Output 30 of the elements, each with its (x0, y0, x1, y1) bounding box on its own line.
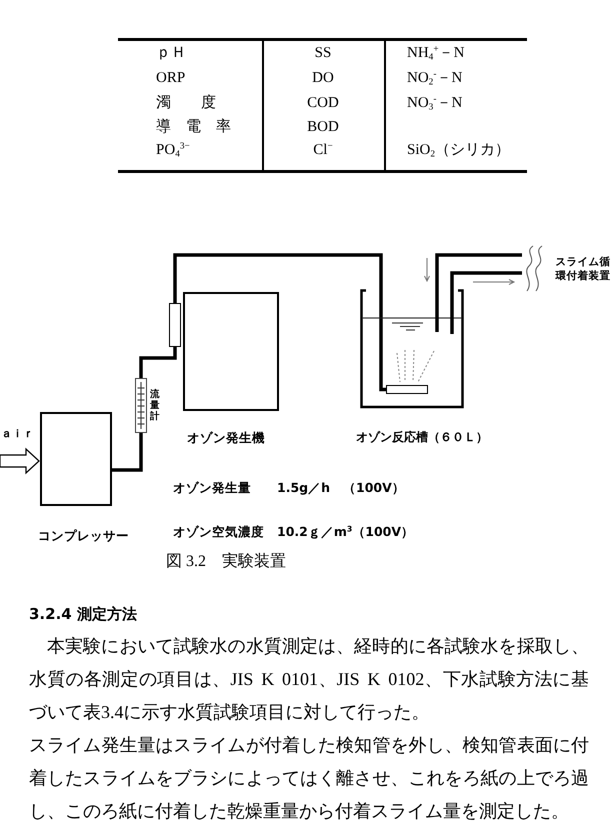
air-inlet-arrow (0, 448, 40, 474)
spec-note: オゾン発生量 1.5g／h （100V） (173, 480, 405, 496)
pipe (112, 433, 143, 472)
body-paragraph: スライム発生量はスライムが付着した検知管を外し、検知管表面に付着したスライムをブラシによってはく離させ、これをろ紙の上でろ過し、このろ紙に付着した乾燥重量から付着スライム量を測定した。 (29, 734, 589, 823)
pipe (139, 347, 177, 378)
water-quality-item: NO$_{2}$$^{-}$－N (407, 69, 462, 87)
pipe (435, 253, 522, 289)
device-label: 流量計 (150, 389, 160, 422)
water-quality-item: 導 電 率 (156, 118, 231, 136)
section-heading: 3.2.4 測定方法 (29, 605, 137, 624)
water-quality-item: SS (314, 44, 332, 62)
spec-note: オゾン空気濃度 10.2ｇ／m$^{3}$（100V） (173, 524, 414, 540)
pipe (450, 271, 522, 289)
water-quality-item: NO$_{3}$$^{-}$－N (407, 94, 462, 112)
body-paragraph: 本実験において試験水の水質測定は、経時的に各試験水を採取し、水質の各測定の項目は、JIS K 0101、JIS K 0102、下水試験方法に基づいて表3.4に示す水質試験項目に対して行った。 (29, 635, 589, 724)
device-label: オゾン反応槽（６０Ｌ） (356, 429, 488, 445)
water-quality-item: COD (307, 94, 339, 112)
water-quality-item: ｐＨ (156, 44, 186, 62)
water-quality-item: 濁 度 (156, 94, 216, 112)
device-label: スライム循環付着装置 (554, 255, 612, 283)
water-quality-item: BOD (307, 118, 339, 136)
pipe (173, 253, 386, 392)
figure-caption: 図 3.2 実験装置 (166, 552, 286, 572)
water-quality-item: Cl$^{−}$ (313, 141, 333, 159)
water-quality-item: NH$_{4}$$^{+}$－N (407, 44, 464, 62)
device-label: コンプレッサー (38, 527, 129, 544)
device-label: オゾン発生機 (187, 429, 265, 446)
water-quality-item: SiO$_{2}$（シリカ） (407, 141, 510, 159)
water-quality-item: DO (312, 69, 334, 87)
water-quality-item: ORP (156, 69, 186, 87)
